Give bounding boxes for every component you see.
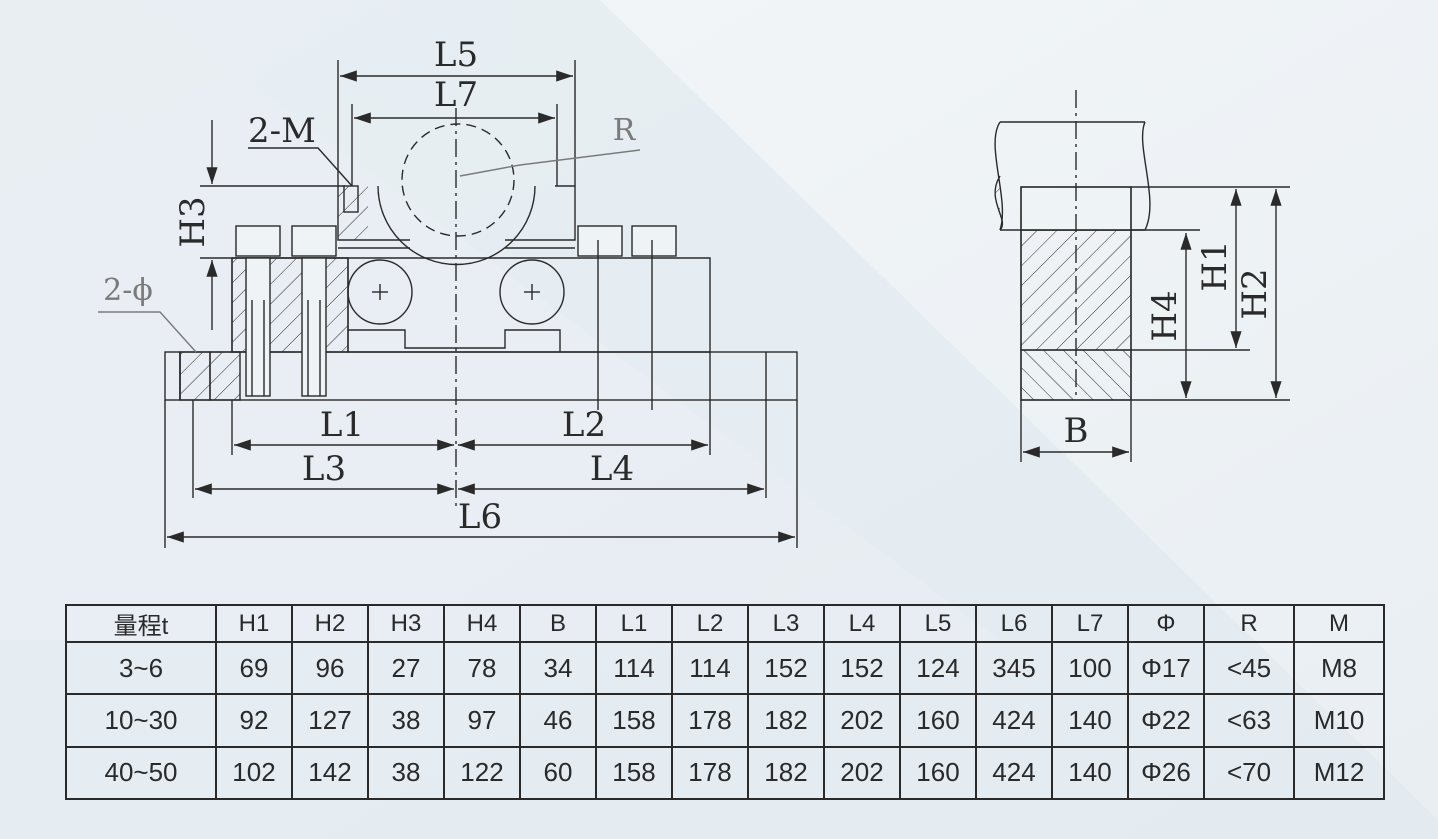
table-row: 40~50 102 142 38 122 60 158 178 182 202 … — [65, 745, 1385, 801]
table-cell: 122 — [443, 745, 521, 801]
table-cell: 178 — [671, 693, 749, 748]
table-cell: 102 — [215, 745, 293, 801]
header-cell: 量程t — [65, 604, 217, 643]
header-cell: H3 — [367, 604, 445, 643]
label-L7: L7 — [434, 75, 478, 115]
table-cell: 424 — [975, 745, 1053, 801]
table-cell: 69 — [215, 640, 293, 696]
header-cell: R — [1203, 604, 1295, 643]
header-cell: L3 — [747, 604, 825, 643]
side-view — [994, 90, 1290, 462]
header-cell: B — [519, 604, 597, 643]
label-L4: L4 — [590, 449, 634, 489]
table-cell: 142 — [291, 745, 369, 801]
table-cell: 100 — [1051, 640, 1129, 696]
label-L3: L3 — [302, 449, 346, 489]
label-H4: H4 — [1145, 290, 1185, 341]
table-cell: M8 — [1293, 640, 1385, 696]
header-cell: L5 — [899, 604, 977, 643]
table-cell: <45 — [1203, 640, 1295, 696]
table-cell: 424 — [975, 693, 1053, 748]
label-H1: H1 — [1195, 240, 1235, 291]
header-cell: H1 — [215, 604, 293, 643]
table-cell: 38 — [367, 693, 445, 748]
table-cell: 96 — [291, 640, 369, 696]
table-cell: 158 — [595, 745, 673, 801]
header-cell: L4 — [823, 604, 901, 643]
header-cell: H2 — [291, 604, 369, 643]
pin-circle — [347, 259, 413, 325]
table-cell: Φ26 — [1127, 745, 1205, 801]
label-B: B — [1064, 411, 1089, 451]
header-cell: L6 — [975, 604, 1053, 643]
table-cell: 152 — [823, 640, 901, 696]
label-H3: H3 — [173, 196, 213, 247]
table-cell: 160 — [899, 693, 977, 748]
table-cell: 158 — [595, 693, 673, 748]
label-L6: L6 — [458, 497, 502, 537]
table-cell: 345 — [975, 640, 1053, 696]
table-cell: 10~30 — [65, 693, 217, 748]
table-cell: 202 — [823, 693, 901, 748]
table-cell: <70 — [1203, 745, 1295, 801]
table-cell: 3~6 — [65, 640, 217, 696]
label-R: R — [613, 113, 637, 148]
header-cell: H4 — [443, 604, 521, 643]
header-cell: M — [1293, 604, 1385, 643]
table-cell: Φ22 — [1127, 693, 1205, 748]
table-cell: 60 — [519, 745, 597, 801]
table-cell: Φ17 — [1127, 640, 1205, 696]
table-cell: 140 — [1051, 693, 1129, 748]
header-cell: L7 — [1051, 604, 1129, 643]
front-view — [98, 60, 798, 548]
table-cell: 40~50 — [65, 745, 217, 801]
table-cell: 202 — [823, 745, 901, 801]
table-cell: 78 — [443, 640, 521, 696]
table-cell: 114 — [595, 640, 673, 696]
pin-circle — [499, 259, 565, 325]
table-cell: 178 — [671, 745, 749, 801]
table-row: 10~30 92 127 38 97 46 158 178 182 202 16… — [65, 693, 1385, 748]
table-cell: 114 — [671, 640, 749, 696]
table-cell: 92 — [215, 693, 293, 748]
label-L2: L2 — [562, 405, 606, 445]
label-H2: H2 — [1235, 268, 1275, 319]
label-L5: L5 — [434, 35, 478, 75]
table-cell: 127 — [291, 693, 369, 748]
header-cell: Φ — [1127, 604, 1205, 643]
table-cell: 182 — [747, 693, 825, 748]
table-cell: 27 — [367, 640, 445, 696]
table-row: 3~6 69 96 27 78 34 114 114 152 152 124 3… — [65, 640, 1385, 696]
technical-drawing: L5 L7 2-M R H3 2-ϕ L1 L2 L3 L4 L6 H4 H1 … — [98, 35, 1290, 548]
table-cell: 97 — [443, 693, 521, 748]
label-L1: L1 — [320, 405, 364, 445]
table-cell: <63 — [1203, 693, 1295, 748]
bolt-head — [291, 225, 337, 257]
table-cell: M10 — [1293, 693, 1385, 748]
table-header-row: 量程t H1 H2 H3 H4 B L1 L2 L3 L4 L5 L6 L7 Φ… — [65, 604, 1385, 643]
table-cell: M12 — [1293, 745, 1385, 801]
table-cell: 182 — [747, 745, 825, 801]
bolt-head — [235, 225, 281, 257]
table-cell: 140 — [1051, 745, 1129, 801]
header-cell: L2 — [671, 604, 749, 643]
table-cell: 124 — [899, 640, 977, 696]
table-cell: 38 — [367, 745, 445, 801]
table-cell: 46 — [519, 693, 597, 748]
table-cell: 152 — [747, 640, 825, 696]
spec-table: 量程t H1 H2 H3 H4 B L1 L2 L3 L4 L5 L6 L7 Φ… — [65, 604, 1385, 801]
label-2-phi: 2-ϕ — [103, 273, 153, 308]
label-2-M: 2-M — [248, 111, 316, 151]
header-cell: L1 — [595, 604, 673, 643]
table-cell: 34 — [519, 640, 597, 696]
table-cell: 160 — [899, 745, 977, 801]
